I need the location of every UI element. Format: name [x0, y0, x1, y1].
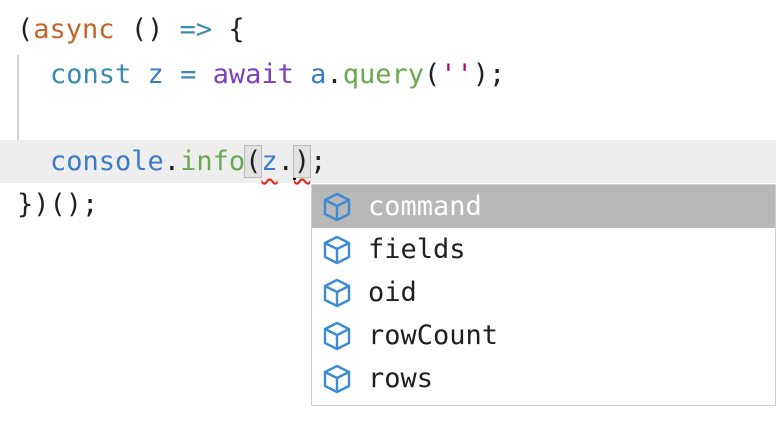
- token-space: [294, 59, 310, 90]
- token-console: console: [50, 146, 164, 177]
- token-space: [131, 59, 147, 90]
- token-arrow: =>: [179, 14, 213, 45]
- token-async-keyword: async: [33, 14, 115, 45]
- token-arg-z: z: [261, 146, 278, 177]
- field-cube-icon: [323, 235, 351, 264]
- indent-guide: [17, 55, 19, 183]
- suggest-item-fields[interactable]: fields: [312, 228, 775, 271]
- token-await-keyword: await: [212, 59, 294, 90]
- suggest-item-label: fields: [368, 234, 466, 265]
- suggest-widget[interactable]: command fields oid rowCount rows: [311, 184, 776, 406]
- suggest-item-label: rowCount: [368, 320, 499, 351]
- suggest-item-rowcount[interactable]: rowCount: [312, 314, 775, 357]
- token-dot: .: [163, 146, 181, 177]
- token-open-brace: {: [228, 14, 245, 45]
- suggest-item-label: oid: [368, 277, 417, 308]
- suggest-item-label: rows: [368, 363, 434, 394]
- bracket-match-open: (: [244, 145, 263, 178]
- token-string: '': [440, 59, 473, 90]
- code-line-4: console.info(z.);: [50, 140, 326, 183]
- token-open-paren: (: [423, 59, 441, 90]
- code-line-1: (async () => {: [17, 8, 245, 51]
- token-open-paren: (: [17, 14, 34, 45]
- token-dot: .: [277, 146, 294, 177]
- field-cube-icon: [323, 321, 351, 350]
- token-variable-z: z: [147, 59, 164, 90]
- token-method-query: query: [342, 59, 424, 90]
- token-const-keyword: const: [50, 59, 132, 90]
- suggest-item-label: command: [368, 191, 482, 222]
- field-cube-icon: [323, 192, 351, 221]
- code-line-5: })();: [17, 183, 98, 226]
- token-params: (): [130, 14, 164, 45]
- token-space: [163, 14, 179, 45]
- suggest-item-rows[interactable]: rows: [312, 357, 775, 400]
- token-space: [164, 59, 180, 90]
- token-dot: .: [326, 59, 343, 90]
- field-cube-icon: [323, 278, 351, 307]
- token-semicolon: ;: [310, 146, 327, 177]
- suggest-item-oid[interactable]: oid: [312, 271, 775, 314]
- field-cube-icon: [323, 364, 351, 393]
- token-closing: })();: [17, 189, 99, 220]
- token-space: [115, 14, 131, 45]
- suggest-item-command[interactable]: command: [312, 185, 775, 228]
- token-space: [212, 14, 228, 45]
- token-method-info: info: [180, 146, 246, 177]
- token-equals: =: [180, 59, 197, 90]
- current-line-highlight: [0, 140, 776, 183]
- token-space: [196, 59, 212, 90]
- bracket-match-close: ): [292, 145, 312, 178]
- code-line-2: const z = await a.query('');: [50, 53, 505, 96]
- token-close-paren-semicolon: );: [472, 59, 506, 90]
- token-object-a: a: [310, 59, 327, 90]
